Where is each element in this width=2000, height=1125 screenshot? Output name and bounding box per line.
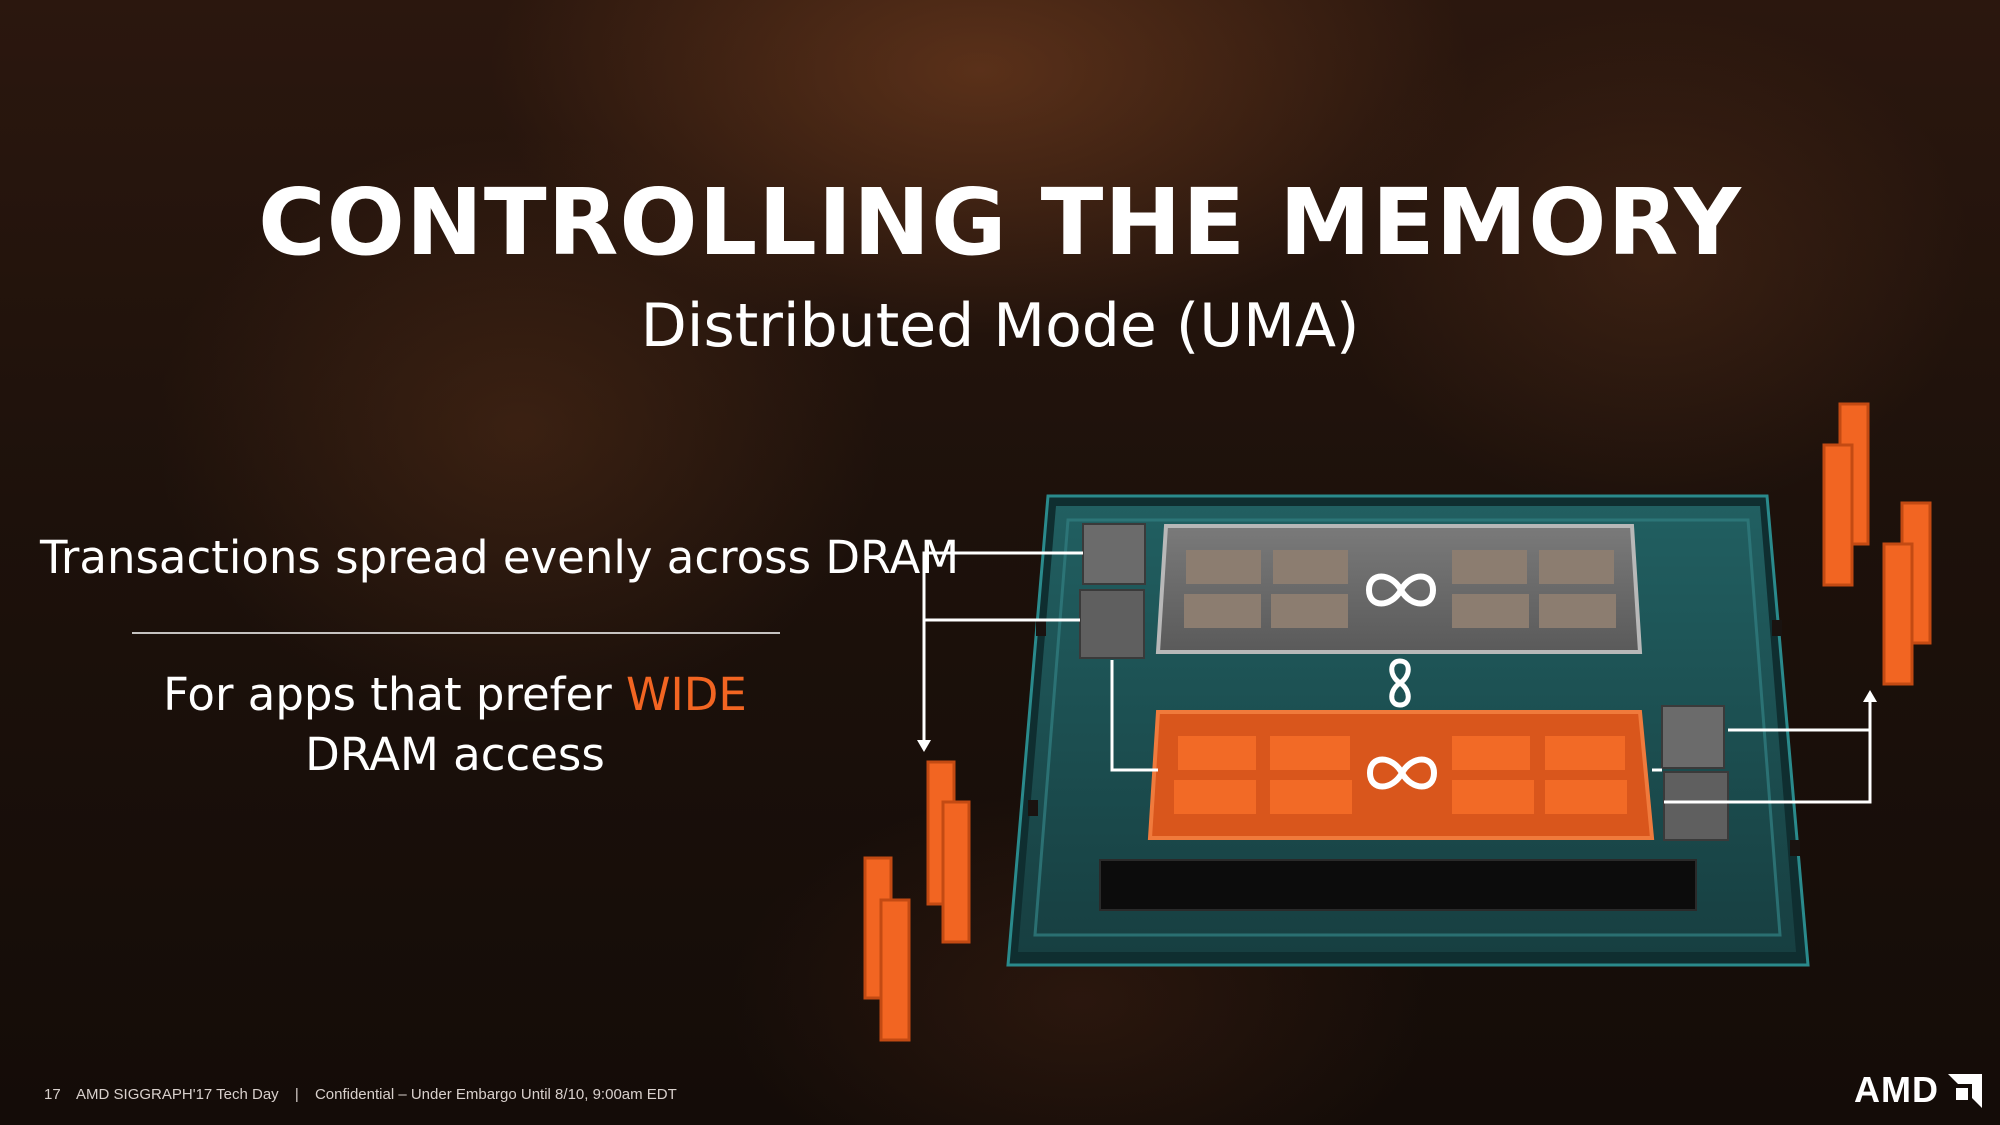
slide-subtitle: Distributed Mode (UMA) xyxy=(640,291,1360,361)
memory-controller-bottom xyxy=(1661,705,1729,841)
dram-right xyxy=(1822,402,1932,686)
bullet-wide-access: For apps that prefer WIDE DRAM access xyxy=(140,665,770,785)
footer-event: AMD SIGGRAPH'17 Tech Day xyxy=(76,1086,279,1103)
package-bar xyxy=(1099,859,1697,911)
bullet-wide-suffix: DRAM access xyxy=(305,728,605,781)
text-divider xyxy=(132,632,780,634)
footer-separator: | xyxy=(294,1086,299,1103)
bullet-transactions: Transactions spread evenly across DRAM xyxy=(40,531,960,584)
infinity-fabric-icon xyxy=(1365,573,1437,607)
arrow-down-icon xyxy=(917,740,931,752)
slide-title: CONTROLLING THE MEMORY xyxy=(258,169,1742,276)
amd-logo: AMD xyxy=(1854,1068,1982,1112)
amd-arrow-icon xyxy=(1948,1074,1982,1108)
memory-connection-lines xyxy=(922,551,1872,804)
dram-left xyxy=(863,760,971,1042)
bullet-wide-prefix: For apps that prefer xyxy=(163,668,626,721)
arrow-up-icon xyxy=(1863,690,1877,702)
footer-confidential: Confidential – Under Embargo Until 8/10,… xyxy=(314,1086,677,1103)
amd-logo-text: AMD xyxy=(1854,1069,1939,1110)
page-number: 17 xyxy=(44,1086,61,1103)
slide-footer: 17 AMD SIGGRAPH'17 Tech Day | Confidenti… xyxy=(44,1085,689,1105)
infinity-link-icon xyxy=(1389,658,1411,708)
bullet-wide-highlight: WIDE xyxy=(626,668,747,721)
infinity-fabric-icon xyxy=(1366,756,1438,790)
die-bottom xyxy=(1147,710,1655,840)
die-top xyxy=(1155,524,1643,654)
memory-controller-top xyxy=(1079,523,1146,659)
